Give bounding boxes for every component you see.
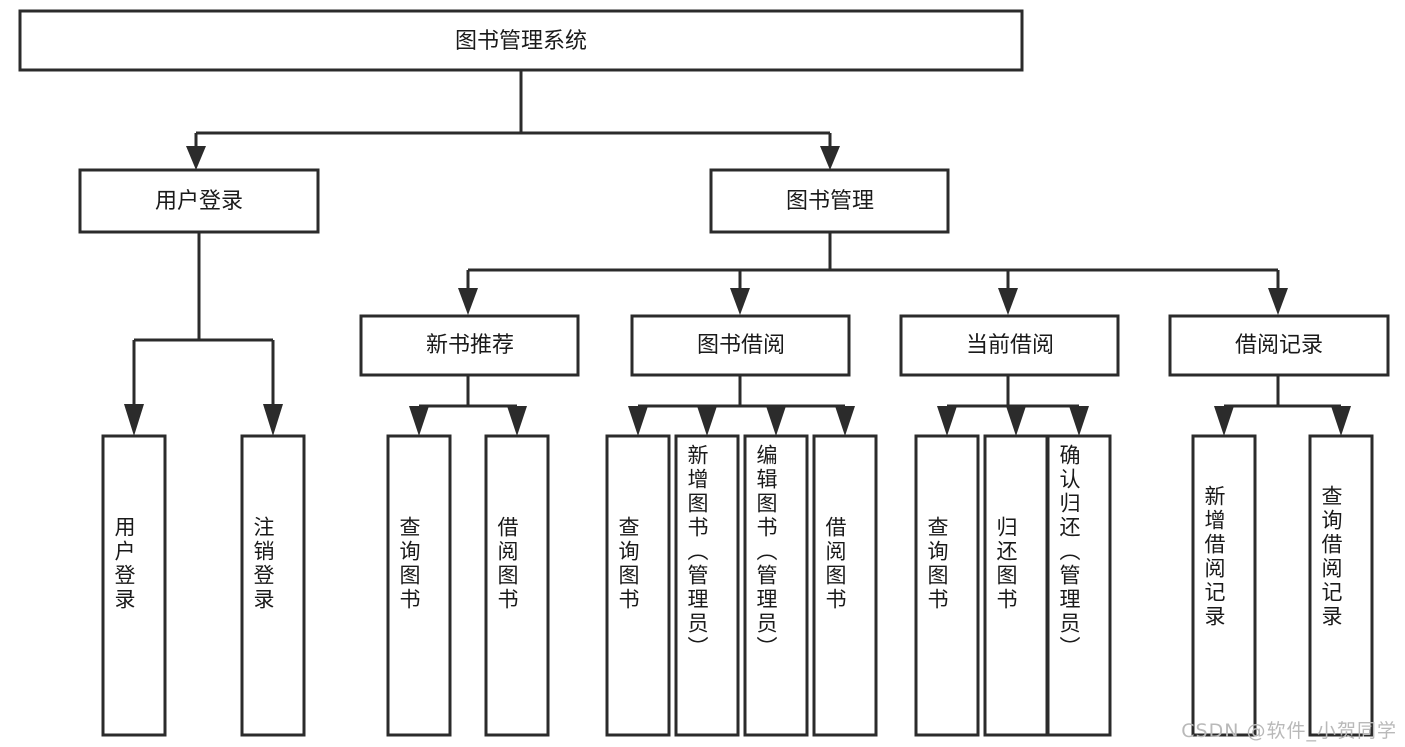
arrow-head-book-manage — [820, 146, 840, 170]
node-new-book-recommend-label: 新书推荐 — [426, 333, 514, 358]
arrow-head-leaf-query-record — [1331, 406, 1351, 436]
leaf-box-query-book-3[interactable] — [914, 434, 980, 737]
leaf-box-borrow-book-1[interactable] — [484, 434, 550, 737]
node-book-manage[interactable]: 图书管理 — [709, 168, 950, 234]
arrow-head-leaf-query-book-1 — [409, 406, 429, 436]
arrow-head-leaf-query-book-3 — [937, 406, 957, 436]
node-book-borrow-label: 图书借阅 — [697, 333, 785, 358]
arrow-head-current-borrow — [998, 288, 1018, 315]
leaf-box-logout-login[interactable] — [240, 434, 306, 737]
edge-group-book-borrow-to-leaves — [628, 375, 855, 436]
leaf-box-query-record[interactable] — [1308, 434, 1374, 737]
arrow-head-leaf-query-book-2 — [628, 406, 648, 436]
leaf-box-borrow-book-2[interactable] — [812, 434, 878, 737]
leaf-box-query-book-2[interactable] — [605, 434, 671, 737]
arrow-head-leaf-logout-login — [263, 404, 283, 436]
leaf-box-edit-book[interactable] — [743, 434, 809, 737]
node-current-borrow[interactable]: 当前借阅 — [899, 314, 1120, 377]
node-book-manage-label: 图书管理 — [786, 189, 874, 214]
arrow-head-leaf-user-login — [124, 404, 144, 436]
arrow-head-book-borrow — [730, 288, 750, 315]
arrow-head-user-login — [186, 146, 206, 170]
arrow-head-leaf-add-record — [1214, 406, 1234, 436]
leaf-box-return-book[interactable] — [983, 434, 1049, 737]
node-borrow-record-label: 借阅记录 — [1235, 333, 1323, 358]
node-book-borrow[interactable]: 图书借阅 — [630, 314, 851, 377]
arrow-head-leaf-borrow-book-1 — [507, 406, 527, 436]
node-user-login[interactable]: 用户登录 — [78, 168, 320, 234]
node-borrow-record[interactable]: 借阅记录 — [1168, 314, 1390, 377]
node-book-manage-box[interactable] — [709, 168, 950, 234]
node-root[interactable]: 图书管理系统 — [18, 9, 1024, 72]
node-user-login-box[interactable] — [78, 168, 320, 234]
leaf-box-user-login[interactable] — [101, 434, 167, 737]
edge-group-book-manage-to-level3 — [458, 232, 1288, 315]
arrow-head-leaf-return-book — [1006, 406, 1026, 436]
node-book-borrow-box[interactable] — [630, 314, 851, 377]
node-new-book-recommend[interactable]: 新书推荐 — [359, 314, 580, 377]
node-current-borrow-box[interactable] — [899, 314, 1120, 377]
edge-group-borrow-record-to-leaves — [1214, 375, 1351, 436]
leaf-box-add-record[interactable] — [1191, 434, 1257, 737]
node-user-login-label: 用户登录 — [155, 189, 243, 214]
edge-group-current-borrow-to-leaves — [937, 375, 1089, 436]
node-borrow-record-box[interactable] — [1168, 314, 1390, 377]
edge-group-root-to-level2 — [186, 70, 840, 170]
watermark-text: CSDN @软件_小贺同学 — [1181, 720, 1397, 742]
arrow-head-leaf-borrow-book-2 — [835, 406, 855, 436]
leaf-box-group — [101, 434, 1374, 737]
leaf-box-confirm-return[interactable] — [1046, 434, 1112, 737]
arrow-head-leaf-confirm-return — [1069, 406, 1089, 436]
node-root-box[interactable] — [18, 9, 1024, 72]
arrow-head-new-book-recommend — [458, 288, 478, 315]
node-new-book-recommend-box[interactable] — [359, 314, 580, 377]
node-current-borrow-label: 当前借阅 — [966, 333, 1054, 358]
node-root-label: 图书管理系统 — [455, 29, 587, 54]
arrow-head-leaf-edit-book — [766, 406, 786, 436]
edge-group-new-book-recommend-to-leaves — [409, 375, 527, 436]
leaf-box-query-book-1[interactable] — [386, 434, 452, 737]
arrow-head-borrow-record — [1268, 288, 1288, 315]
edge-group-user-login-to-leaves — [124, 232, 283, 436]
leaf-box-add-book[interactable] — [674, 434, 740, 737]
arrow-head-leaf-add-book — [697, 406, 717, 436]
